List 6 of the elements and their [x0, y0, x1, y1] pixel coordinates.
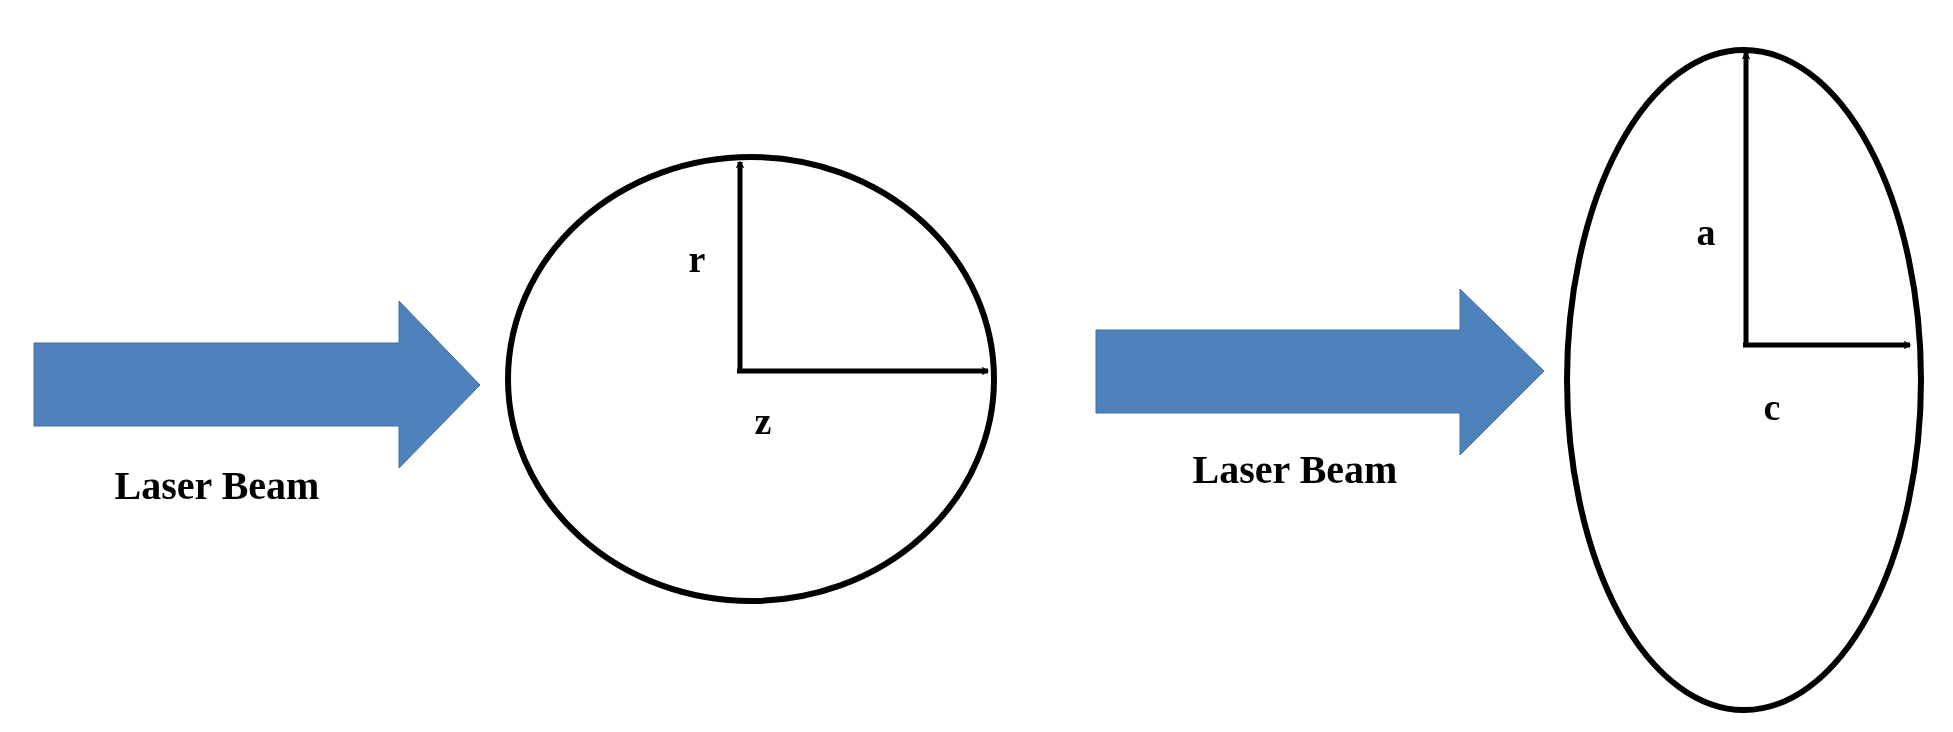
dimension-label: z — [754, 402, 772, 440]
dimension-label: r — [688, 240, 706, 278]
dimension-label: c — [1763, 388, 1781, 426]
beam-label: Laser Beam — [114, 466, 320, 506]
dimension-label: a — [1696, 213, 1716, 251]
beam-label: Laser Beam — [1192, 450, 1398, 490]
